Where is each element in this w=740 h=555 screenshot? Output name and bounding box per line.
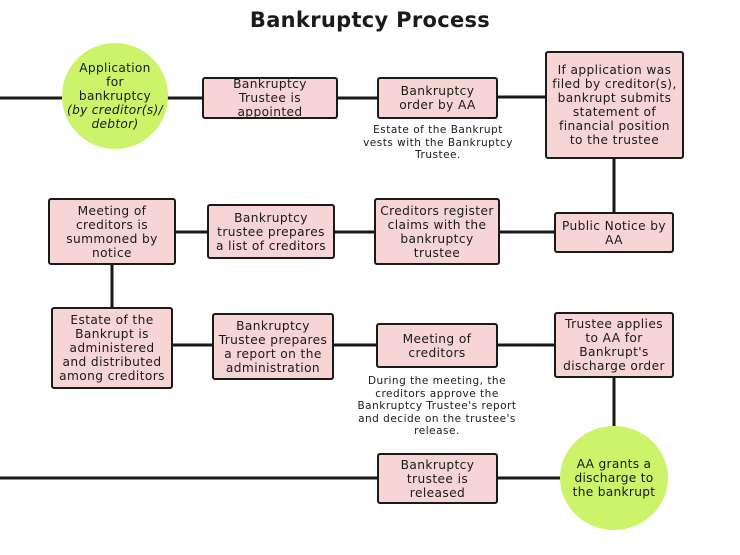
estate-administered-box: Estate of the Bankrupt is administered a… xyxy=(51,307,173,389)
creditors-register-box: Creditors register claims with the bankr… xyxy=(374,198,500,265)
meeting-summoned-box: Meeting of creditors is summoned by noti… xyxy=(48,198,176,265)
bankruptcy-order-box: Bankruptcy order by AA xyxy=(377,77,498,119)
trustee-released-box: Bankruptcy trustee is released xyxy=(377,453,498,504)
public-notice-box: Public Notice by AA xyxy=(554,212,674,253)
trustee-applies-box: Trustee applies to AA for Bankrupt's dis… xyxy=(554,312,674,378)
trustee-appointed-box: Bankruptcy Trustee is appointed xyxy=(202,77,338,119)
aa-grants-label: AA grants a discharge to the bankrupt xyxy=(572,457,656,499)
diagram-title: Bankruptcy Process xyxy=(249,8,491,32)
meeting-approve-note: During the meeting, the creditors approv… xyxy=(357,375,517,437)
meeting-creditors-box: Meeting of creditors xyxy=(376,323,498,368)
application-circle: Application for bankruptcy (by creditor(… xyxy=(62,43,168,149)
aa-grants-circle: AA grants a discharge to the bankrupt xyxy=(560,426,668,530)
trustee-list-box: Bankruptcy trustee prepares a list of cr… xyxy=(207,204,335,259)
trustee-report-box: Bankruptcy Trustee prepares a report on … xyxy=(212,313,334,380)
statement-financial-position-box: If application was filed by creditor(s),… xyxy=(545,51,684,159)
application-label: Application for bankruptcy xyxy=(78,61,152,103)
estate-vests-note: Estate of the Bankrupt vests with the Ba… xyxy=(363,124,513,161)
application-parties: (by creditor(s)/ debtor) xyxy=(67,103,163,131)
